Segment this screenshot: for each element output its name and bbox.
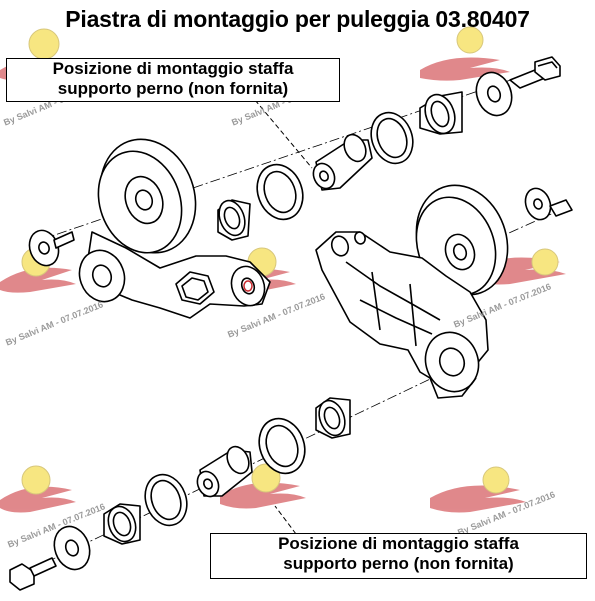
watermark-logo-top-right <box>420 26 510 81</box>
bushing-upper-2 <box>217 199 251 241</box>
ring-upper-2 <box>256 163 304 221</box>
washer-lower <box>53 525 91 571</box>
watermark-logo-bottom-left <box>0 465 76 513</box>
tensioner-right <box>315 184 509 399</box>
bolt-right <box>549 199 573 217</box>
tensioner-left <box>78 138 271 319</box>
page-title: Piastra di montaggio per puleggia 03.804… <box>65 6 530 32</box>
bolt-lower <box>9 557 57 591</box>
callout-bottom-line2: supporto perno (non fornita) <box>283 554 514 573</box>
watermark-logo-bottom-center <box>220 463 306 509</box>
bolt-top <box>509 56 561 89</box>
ring-lower-1 <box>258 417 306 475</box>
ring-top <box>370 111 414 165</box>
bushing-lower-2 <box>103 503 141 545</box>
washer-right <box>524 187 552 221</box>
spacer-tube-top <box>312 133 373 191</box>
ring-lower-2 <box>144 473 188 527</box>
highlight-mark <box>243 280 253 292</box>
callout-top-line1: Posizione di montaggio staffa <box>52 59 294 78</box>
watermark-logo-bottom-right <box>430 466 526 513</box>
washer-left <box>28 229 60 267</box>
bushing-top <box>419 91 463 135</box>
leader-line-bottom <box>274 505 297 535</box>
bolt-left <box>53 231 75 249</box>
leader-line-top <box>254 99 313 169</box>
callout-bottom-line1: Posizione di montaggio staffa <box>278 534 519 553</box>
callout-top: Posizione di montaggio staffa supporto p… <box>6 58 340 102</box>
callout-top-line2: supporto perno (non fornita) <box>57 79 289 98</box>
callout-bottom: Posizione di montaggio staffa supporto p… <box>210 533 587 579</box>
spacer-tube-lower <box>196 445 253 498</box>
bushing-lower-1 <box>315 397 351 439</box>
washer-top <box>475 71 513 117</box>
